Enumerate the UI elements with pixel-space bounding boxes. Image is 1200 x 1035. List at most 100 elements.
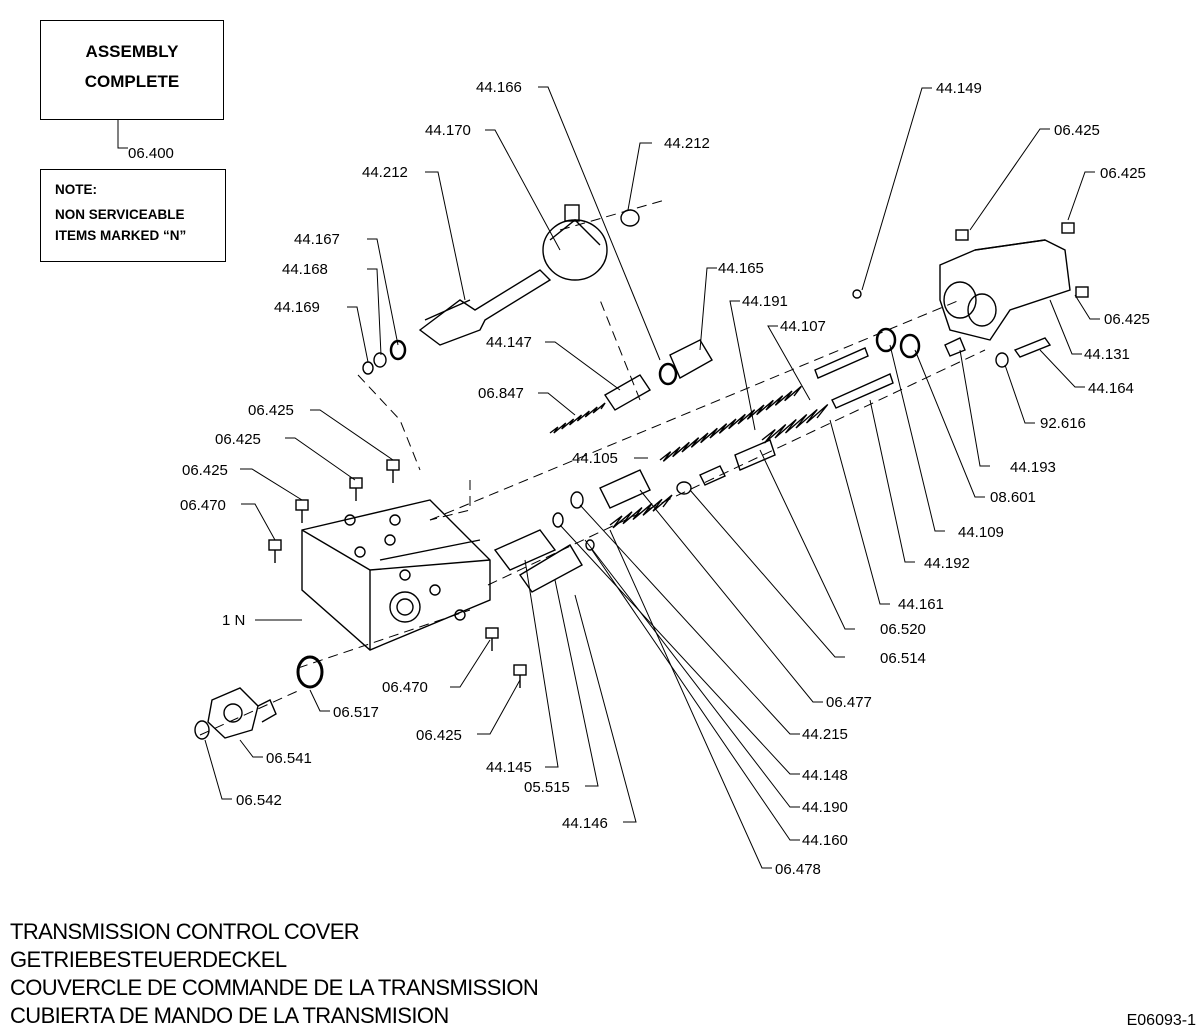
callout-label: 44.109 — [958, 524, 1004, 541]
title-de: GETRIEBESTEUERDECKEL — [10, 947, 287, 972]
callout-label: 06.470 — [180, 497, 226, 514]
title-es: CUBIERTA DE MANDO DE LA TRANSMISION — [10, 1003, 449, 1028]
callout-label: 92.616 — [1040, 415, 1086, 432]
leader-line — [1067, 171, 1095, 221]
leader-line — [591, 549, 800, 841]
callout-label: 44.193 — [1010, 459, 1056, 476]
callout-label: 44.164 — [1088, 380, 1134, 397]
title-en: TRANSMISSION CONTROL COVER — [10, 919, 360, 944]
part-44148 — [552, 512, 564, 528]
bolt-head — [295, 499, 309, 511]
assembly-line-2: COMPLETE — [84, 72, 180, 91]
housing-hole — [399, 569, 411, 581]
valve-thread — [424, 299, 471, 321]
leader-line — [699, 267, 717, 351]
plug-nut — [207, 687, 259, 739]
callout-label: 44.105 — [572, 450, 618, 467]
title-fr: COUVERCLE DE COMMANDE DE LA TRANSMISSION — [10, 975, 539, 1000]
callout-label: 44.190 — [802, 799, 848, 816]
spring-44105 — [761, 403, 829, 444]
callout-label: 44.212 — [664, 135, 710, 152]
o-ring-44166 — [658, 362, 678, 386]
leader-line — [477, 679, 521, 735]
note-line-1: NOTE: — [55, 182, 97, 197]
leader-line — [559, 524, 800, 775]
leader-line — [1049, 299, 1082, 355]
bolt-06847 — [1013, 337, 1052, 358]
nut-44212 — [620, 209, 640, 227]
callout-label: 44.192 — [924, 555, 970, 572]
housing-edge — [301, 529, 491, 571]
spring-44191 — [659, 385, 802, 462]
housing-port-inner — [396, 598, 414, 616]
callout-label: 06.514 — [880, 650, 926, 667]
spool-06477 — [599, 469, 651, 509]
callout-label: 44.212 — [362, 164, 408, 181]
callout-label: 06.400 — [128, 145, 174, 162]
leader-line — [829, 419, 890, 605]
axis-line — [599, 299, 641, 401]
leader-line — [861, 87, 932, 291]
axis-line — [199, 689, 301, 736]
callout-label: 44.167 — [294, 231, 340, 248]
callout-label: 06.425 — [182, 462, 228, 479]
ring-44167 — [389, 339, 407, 361]
pin-44161 — [734, 439, 776, 471]
housing-hole — [354, 546, 366, 558]
washer-44215 — [570, 491, 584, 509]
assembly-complete-box: ASSEMBLY COMPLETE — [40, 20, 224, 120]
leader-line — [545, 341, 621, 391]
leader-line — [204, 739, 232, 800]
housing-hole — [454, 609, 466, 621]
spring-44164 — [549, 402, 606, 434]
note-box: NOTE: NON SERVICEABLE ITEMS MARKED “N” — [40, 169, 226, 262]
callout-label: 06.425 — [215, 431, 261, 448]
part-44149 — [852, 289, 862, 299]
washer — [194, 720, 210, 740]
leader-line — [450, 639, 491, 688]
callout-label: 06.541 — [266, 750, 312, 767]
leader-line — [767, 325, 811, 401]
housing-hole — [344, 514, 356, 526]
leader-line — [914, 349, 985, 498]
leader-line — [310, 409, 394, 461]
dowel-44109 — [831, 373, 894, 409]
callout-label: 44.148 — [802, 767, 848, 784]
leader-line — [889, 344, 945, 532]
callout-label: 44.146 — [562, 815, 608, 832]
leader-line — [241, 503, 276, 541]
leader-line — [729, 300, 756, 431]
solenoid-connector — [564, 204, 580, 222]
leader-line — [485, 129, 561, 251]
leader-line — [574, 594, 637, 823]
washer-92616 — [995, 352, 1009, 368]
callout-label: 06.425 — [1100, 165, 1146, 182]
callout-label: 05.515 — [524, 779, 570, 796]
spool-05515 — [518, 544, 583, 593]
callout-label: 06.425 — [416, 727, 462, 744]
axis-line — [357, 374, 421, 471]
leader-line — [239, 739, 263, 758]
callout-label: 06.517 — [333, 704, 379, 721]
bolt-head — [268, 539, 282, 551]
end-cover-bore — [943, 281, 977, 319]
callout-label: 06.425 — [248, 402, 294, 419]
leader-line — [524, 559, 559, 768]
callout-label: 44.170 — [425, 122, 471, 139]
o-ring-08601 — [899, 333, 921, 359]
callout-label: 44.107 — [780, 318, 826, 335]
washer-06514 — [676, 481, 692, 495]
axis-line — [559, 199, 666, 231]
callout-label: 44.215 — [802, 726, 848, 743]
leader-line — [869, 399, 915, 563]
callout-label: 06.478 — [775, 861, 821, 878]
callout-label: 44.165 — [718, 260, 764, 277]
leader-line — [538, 392, 576, 416]
callout-label: 08.601 — [990, 489, 1036, 506]
leader-line — [627, 142, 652, 211]
leader-line — [609, 529, 772, 869]
solenoid-top — [549, 219, 601, 246]
plug-hole — [223, 703, 243, 723]
spool-44131 — [604, 374, 651, 411]
